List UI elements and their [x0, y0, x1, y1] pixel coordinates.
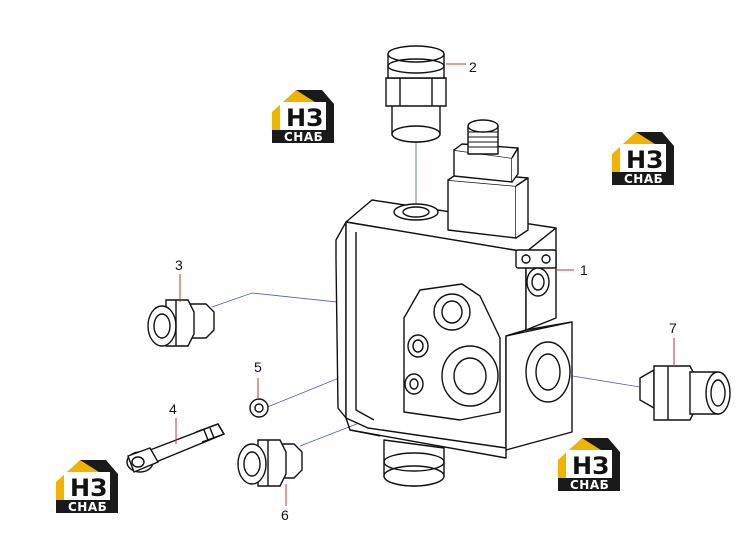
callout-5: 5	[254, 359, 262, 375]
svg-text:СНАБ: СНАБ	[570, 478, 609, 492]
callout-6: 6	[281, 507, 289, 523]
svg-text:СНАБ: СНАБ	[68, 500, 107, 514]
callout-numbers: 1 2 3 4 5 6 7	[169, 59, 677, 523]
watermark-logo: НЗ СНАБ	[558, 438, 620, 492]
svg-text:НЗ: НЗ	[70, 474, 107, 502]
washer-part-5	[249, 398, 269, 418]
callout-leaders	[175, 63, 675, 506]
svg-text:НЗ: НЗ	[626, 146, 663, 174]
svg-text:СНАБ: СНАБ	[624, 172, 663, 186]
callout-2: 2	[469, 59, 477, 75]
watermark-logo: НЗ СНАБ	[56, 460, 118, 514]
fitting-part-3	[147, 299, 215, 347]
fitting-part-2	[385, 45, 447, 143]
callout-4: 4	[169, 401, 177, 417]
valve-body	[335, 119, 573, 487]
watermark-logo: НЗ СНАБ	[612, 132, 674, 186]
fitting-part-6	[237, 439, 303, 487]
bolt-part-4	[126, 423, 226, 473]
svg-text:НЗ: НЗ	[572, 452, 609, 480]
svg-text:НЗ: НЗ	[286, 104, 323, 132]
watermark-logo: НЗ СНАБ	[272, 90, 334, 144]
callout-7: 7	[669, 320, 677, 336]
callout-1: 1	[580, 262, 588, 278]
fitting-part-7	[639, 365, 731, 421]
callout-3: 3	[175, 257, 183, 273]
svg-text:СНАБ: СНАБ	[284, 130, 323, 144]
